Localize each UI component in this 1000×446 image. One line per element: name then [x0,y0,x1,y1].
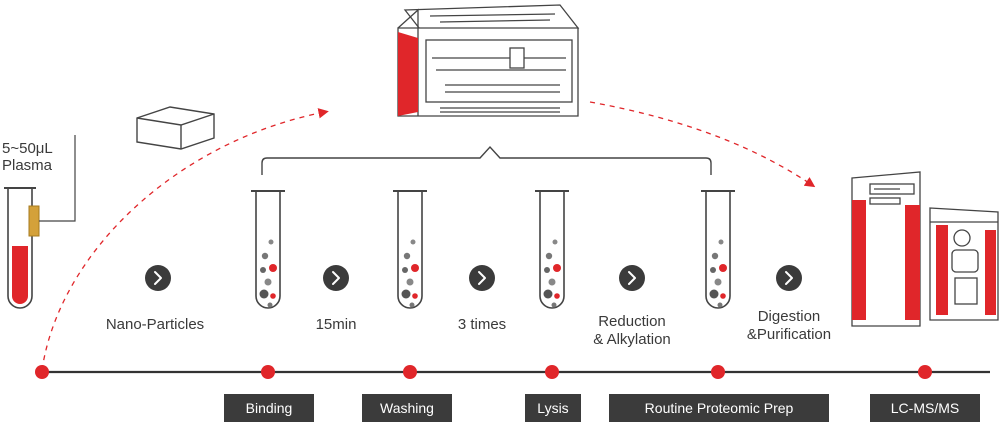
sample-volume-label: 5~50μL [2,140,53,157]
stage-lysis: Lysis [525,394,581,422]
chevron-right-icon [323,265,349,291]
label-15min: 15min [315,316,357,333]
timeline-dots [35,365,932,379]
sample-type-label: Plasma [2,157,53,174]
label-digestion: Digestion [757,308,821,325]
process-tube-icon [393,190,427,309]
label-3-times: 3 times [457,316,507,333]
automation-workstation-icon [397,4,580,117]
plasma-tube-icon [4,135,76,309]
label-reduction: Reduction [598,313,666,330]
label-nano-particles: Nano-Particles [105,316,205,333]
flow-arc-to-ms [589,101,816,188]
flow-arc-to-instrument [41,108,329,371]
process-tube-icon [535,190,569,309]
chevron-right-icon [776,265,802,291]
chevron-right-icon [469,265,495,291]
bracket [261,145,712,175]
nanoparticle-box-icon [136,106,215,150]
chevron-right-icon [619,265,645,291]
label-purification: &Purification [746,326,832,343]
process-tube-icon [251,190,285,309]
label-alkylation: & Alkylation [593,331,671,348]
stage-washing: Washing [362,394,452,422]
stage-routine-proteomic-prep: Routine Proteomic Prep [609,394,829,422]
stage-binding: Binding [224,394,314,422]
process-tube-icon [701,190,735,309]
stage-lc-ms-ms: LC-MS/MS [870,394,980,422]
chevron-right-icon [145,265,171,291]
mass-spectrometer-icon [851,171,999,327]
